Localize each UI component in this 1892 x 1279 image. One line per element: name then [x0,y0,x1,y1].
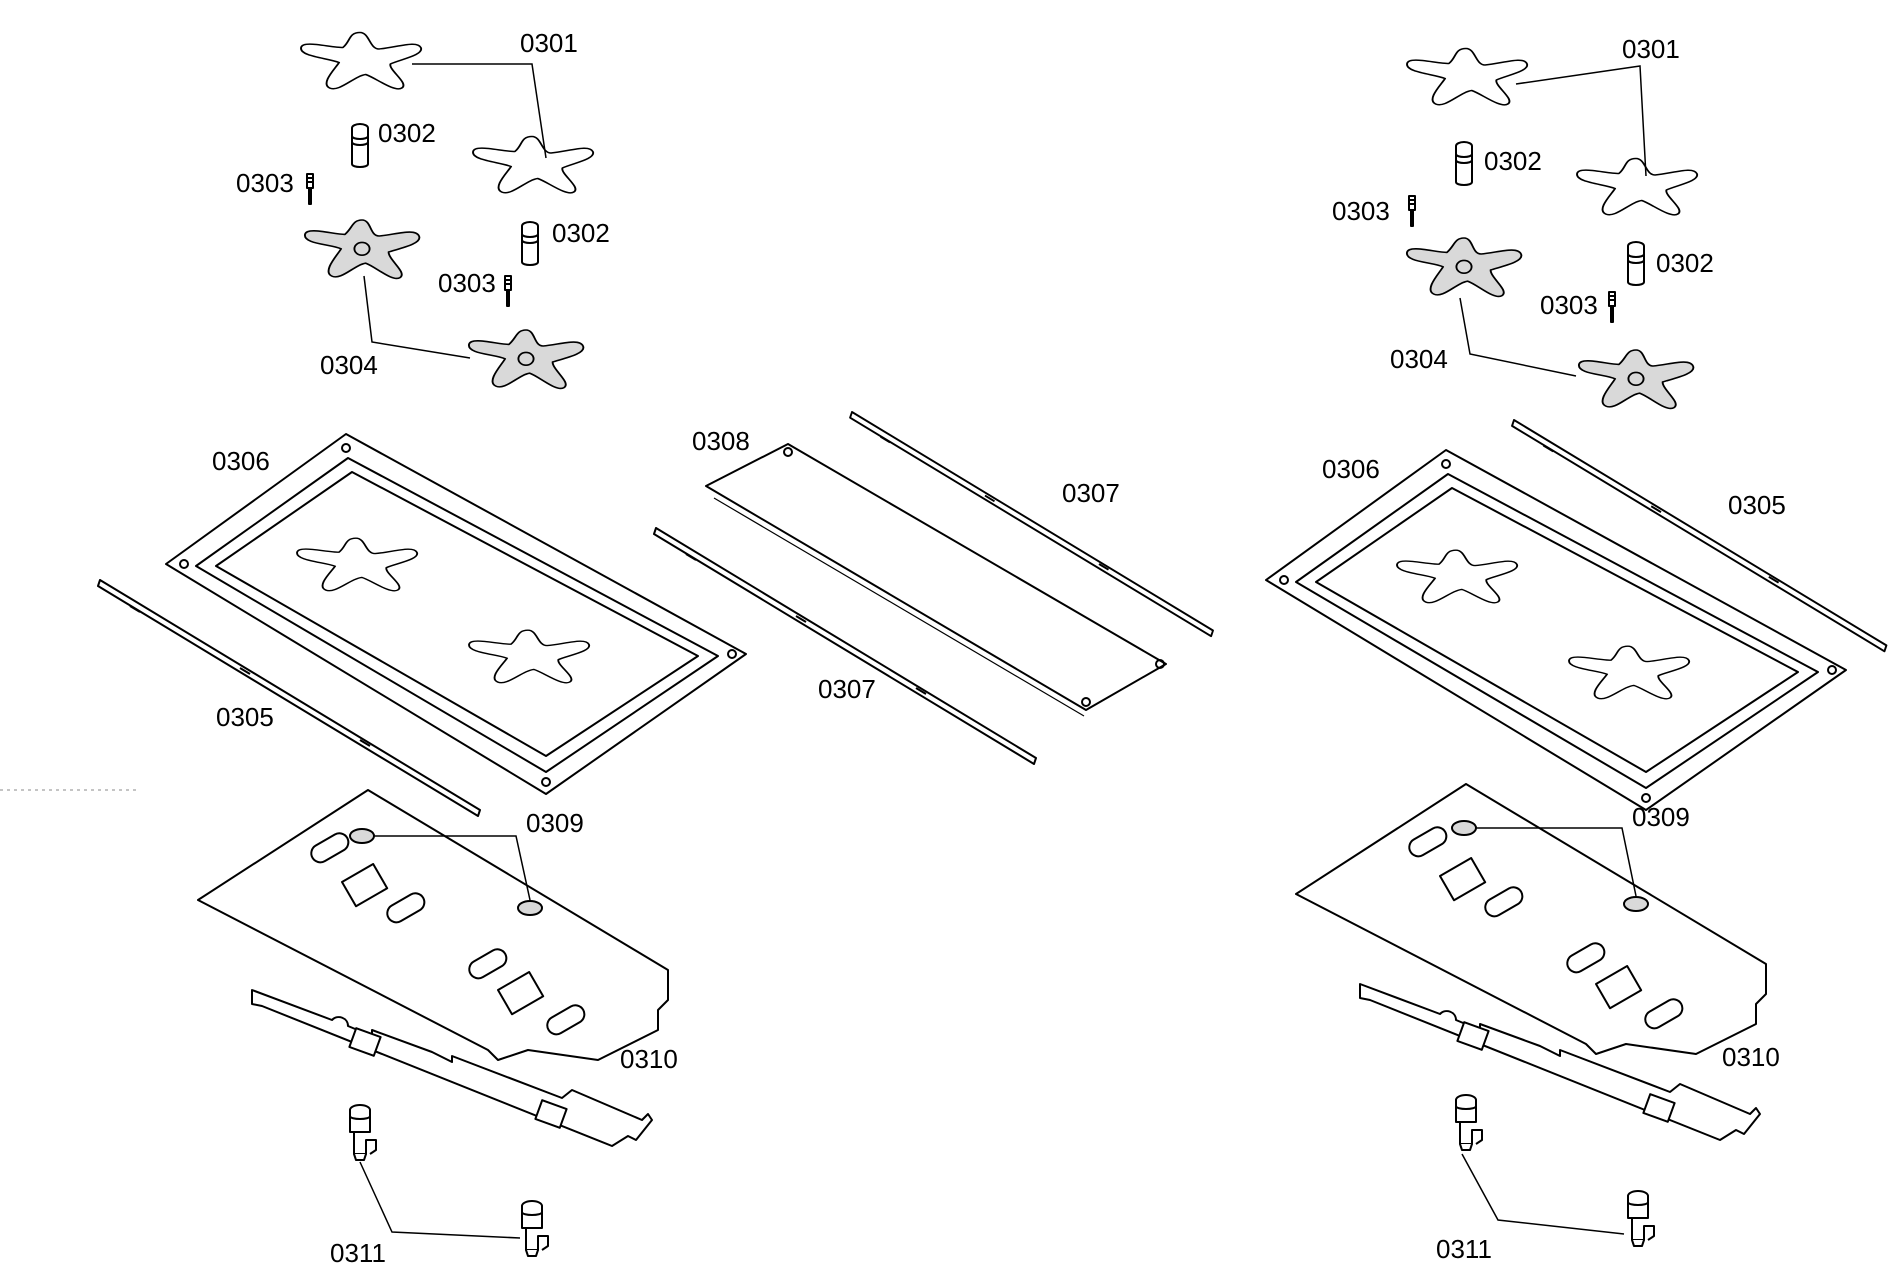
label-0303-b: 0303 [438,268,496,298]
cover-hole-c [1081,697,1091,707]
nozzle-0302-d [1627,241,1645,286]
grommet-0309-d [1623,896,1649,912]
label-0310-right: 0310 [1722,1042,1780,1072]
label-0309-right: 0309 [1632,802,1690,832]
label-0303-c: 0303 [1332,196,1390,226]
label-0306-right: 0306 [1322,454,1380,484]
pin-0303-d [1607,291,1617,323]
pin-0303-a [305,173,315,205]
burner-cap-0301-b [472,135,595,194]
label-0305-right: 0305 [1728,490,1786,520]
label-0302-a: 0302 [378,118,436,148]
grommet-0309-b [517,900,543,916]
burner-cap-0301-c [1406,47,1529,106]
pin-0303-b [503,275,513,307]
base-plate-0310-right [1295,783,1767,1055]
label-0302-d: 0302 [1656,248,1714,278]
cover-hole-a [783,447,793,457]
base-plate-0310 [197,789,669,1061]
label-0308: 0308 [692,426,750,456]
bracket-left [251,989,653,1147]
leader-0301 [412,63,547,159]
leader-0309-right [1476,827,1637,897]
leader-0301-right [1515,65,1647,177]
cover-panel-edge [713,497,1085,717]
valve-0311-d [1627,1190,1655,1247]
pin-0303-c [1407,195,1417,227]
leader-0311 [359,1161,521,1239]
left-assembly: 0301 0302 0302 0303 0303 0304 0306 0305 … [97,28,747,1268]
label-0302-b: 0302 [552,218,610,248]
label-0301-right: 0301 [1622,34,1680,64]
label-0306: 0306 [212,446,270,476]
nozzle-0302-a [351,123,369,168]
label-0309: 0309 [526,808,584,838]
burner-pan-0306 [165,433,747,795]
label-0307-lower: 0307 [818,674,876,704]
cover-panel-0308 [705,443,1167,711]
label-0310: 0310 [620,1044,678,1074]
valve-0311-c [1455,1094,1483,1151]
spreader-0304-c [1405,237,1523,298]
burner-cap-0301-d [1576,157,1699,216]
spreader-0304-d [1577,349,1695,410]
leader-0311-right [1461,1153,1625,1235]
leader-0309 [374,835,531,901]
leader-0304 [363,275,471,359]
grommet-0309-c [1451,820,1477,836]
spreader-0304-b [467,329,585,390]
label-0311: 0311 [330,1238,386,1268]
grommet-0309-a [349,828,375,844]
valve-0311-b [521,1200,549,1257]
valve-0311-a [349,1104,377,1161]
bracket-right [1359,983,1761,1141]
label-0311-right: 0311 [1436,1234,1492,1264]
label-0307-upper: 0307 [1062,478,1120,508]
label-0302-c: 0302 [1484,146,1542,176]
label-0304: 0304 [320,350,378,380]
label-0301: 0301 [520,28,578,58]
label-0305: 0305 [216,702,274,732]
leader-0304-right [1459,297,1577,377]
burner-cap-0301-a [300,31,423,90]
nozzle-0302-c [1455,141,1473,186]
label-0303-a: 0303 [236,168,294,198]
center-parts: 0308 0307 0307 [653,411,1214,765]
label-0304-right: 0304 [1390,344,1448,374]
right-assembly: 0301 0302 0302 0303 0303 0304 0306 0305 … [1265,34,1888,1264]
cover-hole-b [1155,659,1165,669]
nozzle-0302-b [521,221,539,266]
label-0303-d: 0303 [1540,290,1598,320]
spreader-0304-a [303,219,421,280]
